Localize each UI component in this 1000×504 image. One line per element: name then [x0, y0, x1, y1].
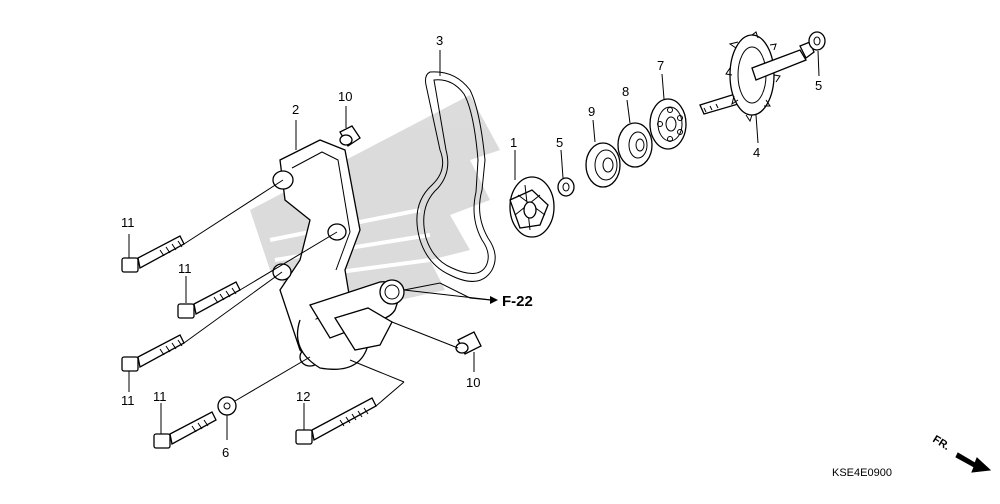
callout-10-upper: 10 [338, 89, 352, 104]
callout-3: 3 [436, 33, 443, 48]
callout-8: 8 [622, 84, 629, 99]
seal-part-8 [617, 122, 653, 168]
washer-part-5-right [808, 31, 826, 51]
direction-label: FR. [930, 433, 951, 453]
callout-11-b: 11 [178, 261, 192, 276]
arrow-icon [955, 452, 992, 473]
callout-11-c: 11 [121, 393, 135, 408]
pump-shaft-gear-part-4 [699, 31, 815, 123]
bolt-part-11-b [177, 281, 241, 319]
bolt-part-12 [295, 397, 377, 445]
callout-6: 6 [222, 445, 229, 460]
callout-10-lower: 10 [466, 375, 480, 390]
reference-f22: F-22 [490, 293, 533, 310]
impeller-part-1 [509, 176, 555, 238]
bolt-part-11-c [121, 334, 185, 372]
callout-2: 2 [292, 102, 299, 117]
seal-part-9 [585, 142, 621, 188]
reference-label: F-22 [502, 293, 533, 310]
callout-12: 12 [296, 389, 310, 404]
leader-lines [128, 50, 820, 440]
dowel-pin-part-10-upper [339, 125, 361, 147]
washer-part-5-left [557, 177, 575, 197]
callout-1: 1 [510, 135, 517, 150]
callout-labels: 1 2 3 4 5 5 6 7 8 9 10 10 11 11 11 11 12 [121, 33, 822, 460]
callout-5-left: 5 [556, 135, 563, 150]
washer-part-6 [217, 396, 237, 416]
callout-11-a: 11 [121, 215, 135, 230]
bearing-part-7 [649, 98, 687, 150]
callout-11-d: 11 [153, 389, 167, 404]
bolt-part-11-a [121, 235, 185, 273]
bolt-part-11-d [153, 411, 217, 449]
callout-7: 7 [657, 58, 664, 73]
diagram-code: KSE4E0900 [832, 467, 892, 479]
gasket-part-3 [416, 71, 496, 282]
callout-4: 4 [753, 145, 760, 160]
callout-9: 9 [588, 104, 595, 119]
pump-cover-part-2 [272, 139, 405, 370]
dowel-pin-part-10-lower [455, 331, 482, 355]
front-direction-arrow: FR. [930, 433, 992, 473]
callout-5-right: 5 [815, 78, 822, 93]
